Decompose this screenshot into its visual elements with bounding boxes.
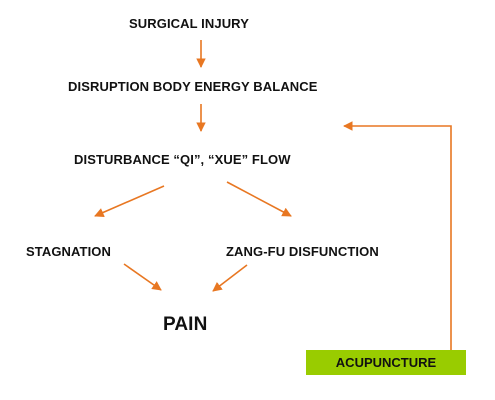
arrow-acupuncture-feedback <box>343 121 452 350</box>
node-zang-fu-disfunction: ZANG-FU DISFUNCTION <box>226 244 379 259</box>
arrow-zangfu-to-pain <box>212 264 248 292</box>
acupuncture-label: ACUPUNCTURE <box>335 355 437 370</box>
node-pain: PAIN <box>163 314 208 335</box>
node-surgical-injury: SURGICAL INJURY <box>129 16 249 31</box>
arrow-disturbance-to-zangfu <box>226 181 292 217</box>
arrow-disturbance-to-stagnation <box>94 185 165 217</box>
arrow-stagnation-to-pain <box>123 263 162 291</box>
node-disruption-energy-balance: DISRUPTION BODY ENERGY BALANCE <box>68 79 318 94</box>
acupuncture-box: ACUPUNCTURE <box>306 350 466 375</box>
node-disturbance-qi-xue-flow: DISTURBANCE “QI”, “XUE” FLOW <box>74 152 291 167</box>
node-stagnation: STAGNATION <box>26 244 112 259</box>
